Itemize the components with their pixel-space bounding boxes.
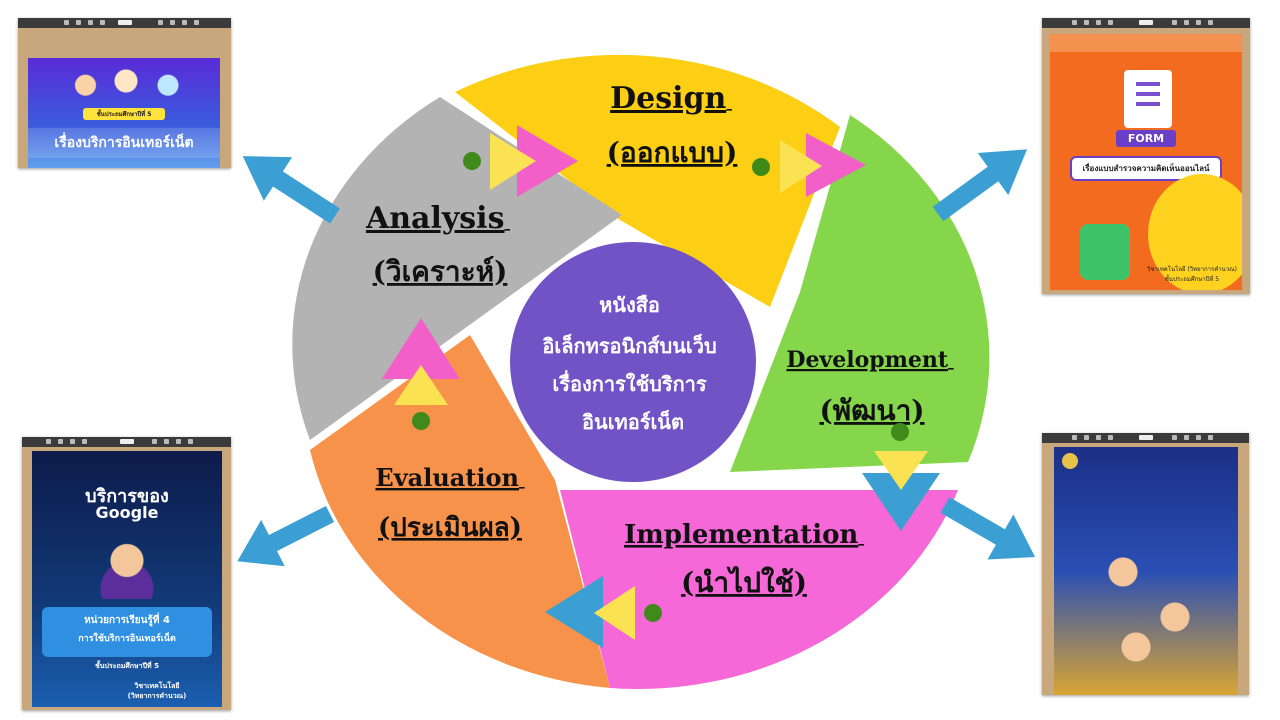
viewer-toolbar — [22, 437, 231, 447]
viewer-toolbar — [1042, 433, 1249, 443]
segment-evaluation — [310, 335, 610, 688]
arrow-analysis-design-pink — [517, 125, 578, 197]
arrow-to-bottom-right — [940, 497, 1036, 560]
label-analysis-en: Analysis — [365, 201, 505, 236]
cover-info-box — [42, 607, 212, 657]
cycle-arrows — [382, 125, 940, 648]
ebook-thumbnail-bottom-left[interactable]: บริการของ Google หน่วยการเรียนรู้ที่ 4 ก… — [22, 437, 231, 710]
label-evaluation-th: (ประเมินผล) — [378, 513, 522, 543]
arrow-implementation-evaluation-blue — [545, 576, 603, 648]
cover-topic: การใช้บริการอินเทอร์เน็ต — [78, 634, 176, 644]
center-line-1: หนังสือ — [599, 293, 660, 317]
arrow-evaluation-analysis-yellow — [394, 365, 448, 405]
arrow-design-development-pink — [806, 133, 866, 197]
ebook-thumbnail-top-right[interactable]: FORM เรื่องแบบสำรวจความคิดเห็นออนไลน์ วิ… — [1042, 18, 1250, 294]
ebook-cover: ชั้นประถมศึกษาปีที่ 5 เรื่องบริการอินเทอ… — [28, 58, 220, 168]
arrow-development-implementation-blue — [862, 473, 940, 531]
center-line-4: อินเทอร์เน็ต — [582, 409, 684, 434]
center-line-2: อิเล็กทรอนิกส์บนเว็บ — [542, 333, 716, 358]
dot-evaluation — [412, 412, 430, 430]
cover-subject-2: (วิทยาการคำนวณ) — [127, 692, 187, 700]
cover-heading-2: Google — [95, 503, 159, 522]
viewer-toolbar — [1042, 18, 1250, 28]
segment-implementation — [560, 490, 958, 690]
svg-text:หนังสือ อิเล็กทรอนิกส์บนเว: หนังสือ อิเล็กทรอนิกส์บนเว็บ เรื่องการใช… — [542, 293, 723, 434]
arrow-design-development-yellow — [780, 140, 822, 193]
cover-robot-illustration — [82, 529, 172, 599]
cover-emblem — [1062, 453, 1078, 469]
viewer-toolbar — [18, 18, 231, 28]
cover-grade: ชั้นประถมศึกษาปีที่ 5 — [1164, 276, 1220, 283]
label-development-en: Development — [786, 347, 949, 373]
svg-text:Evaluation (ประเมินผล): Evaluation (ประเมินผล) — [375, 463, 524, 543]
dot-analysis — [463, 152, 481, 170]
cover-heading-1: บริการของ — [85, 486, 169, 507]
dot-design — [752, 158, 770, 176]
center-circle — [510, 242, 756, 482]
arrow-implementation-evaluation-yellow — [594, 586, 635, 640]
arrow-to-bottom-left — [237, 505, 335, 567]
label-implementation-en: Implementation — [624, 520, 858, 550]
ebook-cover: บริการของ Google หน่วยการเรียนรู้ที่ 4 ก… — [32, 451, 222, 707]
cover-subject-1: วิชาเทคโนโลยี — [134, 682, 180, 690]
label-evaluation-en: Evaluation — [375, 463, 519, 492]
cover-students-illustration — [1084, 527, 1214, 677]
arrow-to-top-right — [932, 149, 1027, 222]
arrow-evaluation-analysis-pink — [382, 318, 460, 379]
outer-arrows — [237, 149, 1036, 567]
label-implementation-th: (นำไปใช้) — [681, 566, 807, 599]
dot-development — [891, 423, 909, 441]
cover-illustration — [48, 60, 198, 102]
label-development-th: (พัฒนา) — [819, 394, 924, 427]
mascot-yellow — [1148, 174, 1242, 290]
svg-text:Analysis (วิเคราะห์): Analysis (วิเคราะห์) — [365, 201, 510, 288]
arrow-development-implementation-yellow — [874, 451, 928, 490]
center-line-3: เรื่องการใช้บริการ — [552, 369, 707, 396]
cover-unit: หน่วยการเรียนรู้ที่ 4 — [84, 615, 170, 626]
svg-text:Development (พัฒนา): Development (พัฒนา) — [786, 347, 953, 427]
ebook-thumbnail-bottom-right[interactable] — [1042, 433, 1249, 695]
form-doc-icon — [1124, 70, 1172, 128]
segment-design — [455, 54, 840, 307]
label-design-th: (ออกแบบ) — [607, 136, 738, 169]
segment-development — [730, 115, 990, 472]
cover-subject: วิชาเทคโนโลยี (วิทยาการคำนวณ) — [1146, 266, 1237, 273]
cover-title: เรื่องบริการอินเทอร์เน็ต — [28, 128, 220, 158]
form-label: FORM — [1116, 130, 1176, 147]
mascot-green — [1080, 224, 1130, 280]
cover-badge: ชั้นประถมศึกษาปีที่ 5 — [83, 108, 165, 120]
arrow-to-top-left — [242, 156, 340, 224]
cover-grade: ชั้นประถมศึกษาปีที่ 5 — [95, 662, 159, 670]
dot-implementation — [644, 604, 662, 622]
label-design-en: Design — [610, 81, 726, 116]
ebook-cover: FORM เรื่องแบบสำรวจความคิดเห็นออนไลน์ วิ… — [1050, 34, 1242, 290]
arrow-analysis-design-yellow — [490, 133, 536, 190]
label-analysis-th: (วิเคราะห์) — [373, 255, 508, 288]
svg-text:Design (ออกแบบ): Design (ออกแบบ) — [607, 81, 738, 169]
svg-text:Implementation (นำไปใช้): Implementation (นำไปใช้) — [624, 520, 864, 599]
ebook-thumbnail-top-left[interactable]: ชั้นประถมศึกษาปีที่ 5 เรื่องบริการอินเทอ… — [18, 18, 231, 168]
cover-header-strip — [1050, 34, 1242, 52]
ebook-cover — [1054, 447, 1238, 695]
